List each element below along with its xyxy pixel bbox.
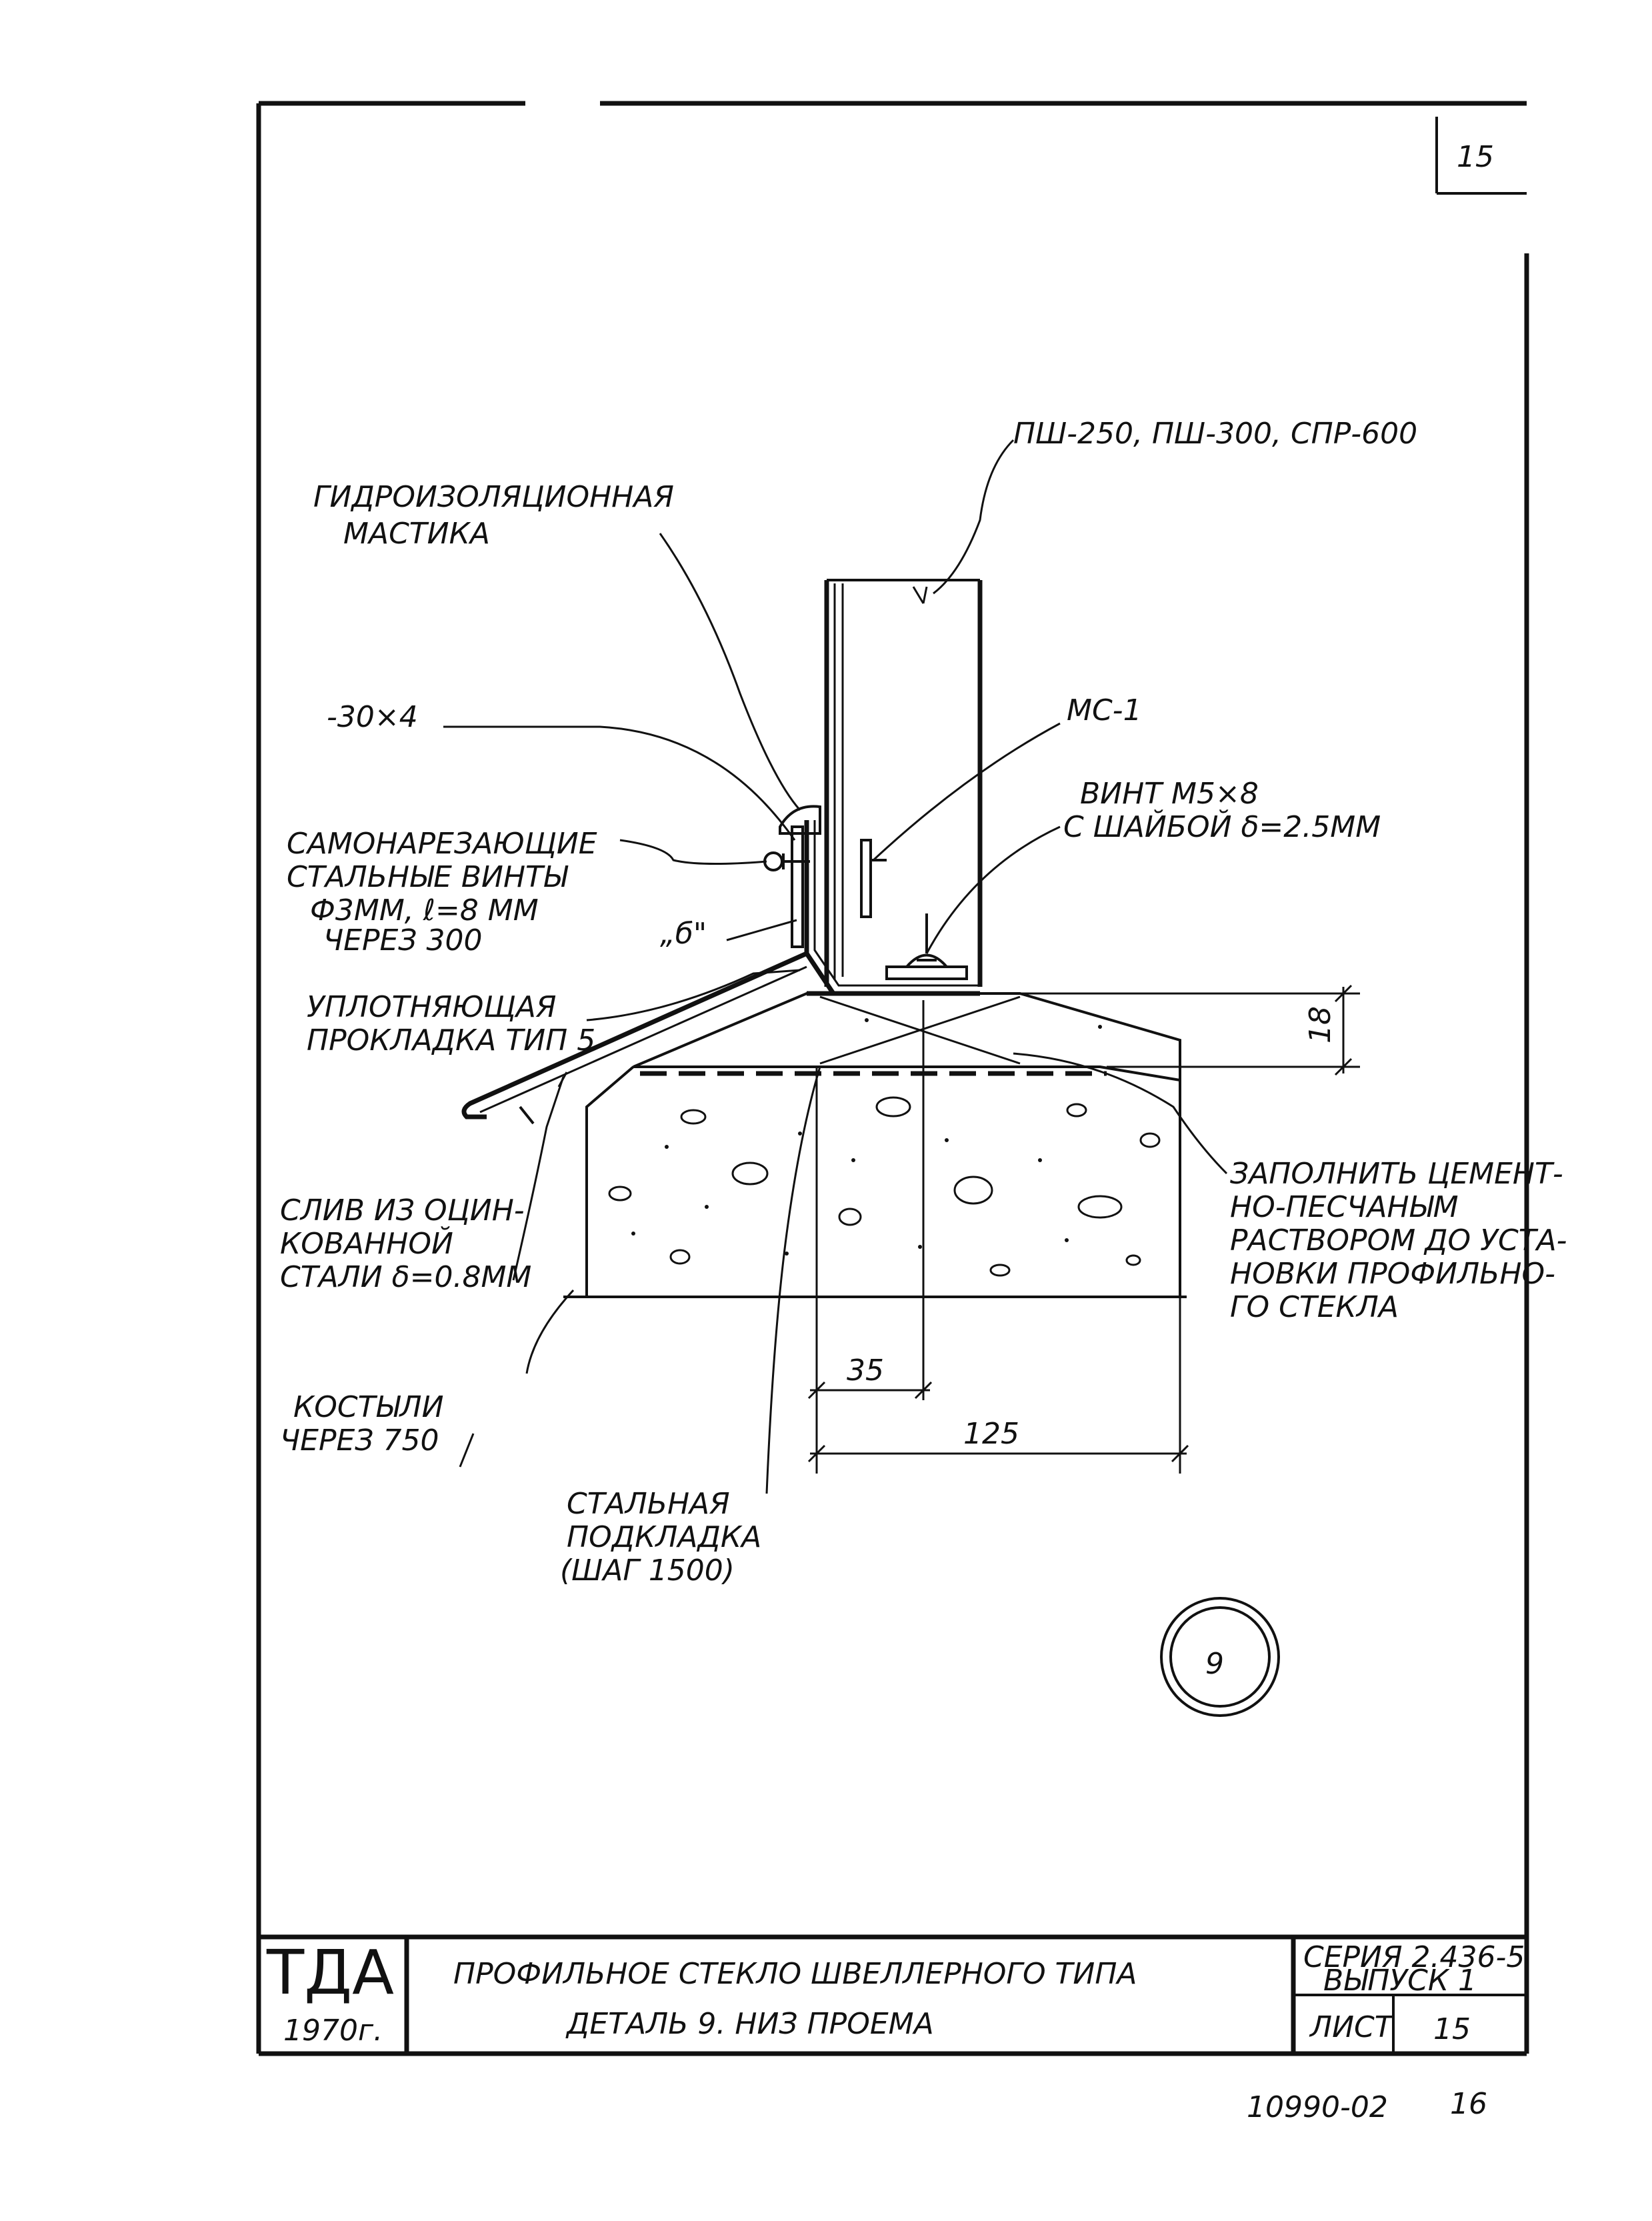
detail-marker-circle: [1160, 1597, 1280, 1717]
series-line-2: ВЫПУСК 1: [1323, 1964, 1477, 1998]
dim-35: 35: [847, 1354, 884, 1388]
label-fill-3: РАСТВОРОМ ДО УСТА-: [1230, 1224, 1567, 1258]
label-mastic-2: МАСТИКА: [343, 517, 490, 551]
label-drip-2: КОВАННОЙ: [280, 1226, 453, 1261]
title-org: ТДА: [266, 1937, 394, 2008]
title-block: [259, 1934, 1527, 2054]
doc-number: 10990-02: [1247, 2090, 1388, 2124]
series-line-1: СЕРИЯ 2.436-5: [1303, 1940, 1525, 1974]
dimension-lines: [807, 984, 1360, 1474]
doc-page: 16: [1450, 2087, 1487, 2121]
title-line-2: ДЕТАЛЬ 9. НИЗ ПРОЕМА: [565, 2007, 934, 2041]
steel-strip-30x4: [791, 825, 804, 948]
detail-marker-number: 9: [1205, 1647, 1224, 1681]
label-ms1: МС-1: [1067, 693, 1142, 727]
dim-18: 18: [1303, 1006, 1337, 1043]
label-drip-3: СТАЛИ δ=0.8ММ: [280, 1260, 531, 1294]
label-selftap-3: Ф3ММ, ℓ=8 ММ: [310, 893, 539, 927]
label-drip-1: СЛИВ ИЗ ОЦИН-: [280, 1194, 525, 1228]
sheet-frame: [256, 101, 1529, 2056]
label-fill-2: НО-ПЕСЧАНЫМ: [1230, 1190, 1459, 1224]
label-detail-b: „б": [660, 917, 707, 951]
label-plate-2: ПОДКЛАДКА: [567, 1520, 761, 1554]
aggregate-pebbles: [608, 1018, 1161, 1277]
title-year: 1970г.: [283, 2014, 383, 2048]
sheet-number: 15: [1433, 2012, 1471, 2046]
label-screw-1: ВИНТ М5×8: [1080, 777, 1259, 811]
label-profiles: ПШ-250, ПШ-300, СПР-600: [1013, 417, 1417, 451]
dim-125: 125: [963, 1417, 1019, 1451]
label-plate-1: СТАЛЬНАЯ: [567, 1487, 730, 1521]
label-fill-4: НОВКИ ПРОФИЛЬНО-: [1230, 1257, 1555, 1291]
screw-m5x8: [885, 913, 968, 980]
leader-lines: [443, 439, 1228, 1494]
title-line-1: ПРОФИЛЬНОЕ СТЕКЛО ШВЕЛЛЕРНОГО ТИПА: [453, 1957, 1137, 1991]
label-selftap-4: ЧЕРЕЗ 300: [323, 923, 482, 957]
concrete-sill: [563, 992, 1187, 1298]
label-plate-3: (ШАГ 1500): [560, 1554, 735, 1588]
label-crutch-2: ЧЕРЕЗ 750: [280, 1424, 439, 1458]
label-fill-5: ГО СТЕКЛА: [1230, 1290, 1399, 1324]
label-gasket-1: УПЛОТНЯЮЩАЯ: [307, 990, 556, 1024]
label-fill-1: ЗАПОЛНИТЬ ЦЕМЕНТ-: [1230, 1157, 1563, 1191]
waterproof-mastic: [779, 805, 821, 835]
label-screw-2: С ШАЙБОЙ δ=2.5ММ: [1063, 809, 1381, 844]
profile-glass-channel: [824, 579, 983, 987]
label-mastic-1: ГИДРОИЗОЛЯЦИОННАЯ: [313, 480, 674, 514]
label-crutch-1: КОСТЫЛИ: [293, 1390, 443, 1424]
sheet-corner-number: 15: [1457, 140, 1494, 174]
sheet-label: ЛИСТ: [1309, 2010, 1395, 2044]
label-selftap-1: САМОНАРЕЗАЮЩИЕ: [287, 827, 597, 861]
label-gasket-2: ПРОКЛАДКА ТИП 5: [307, 1023, 595, 1057]
label-selftap-2: СТАЛЬНЫЕ ВИНТЫ: [287, 860, 569, 894]
label-strip: -30×4: [327, 700, 418, 734]
